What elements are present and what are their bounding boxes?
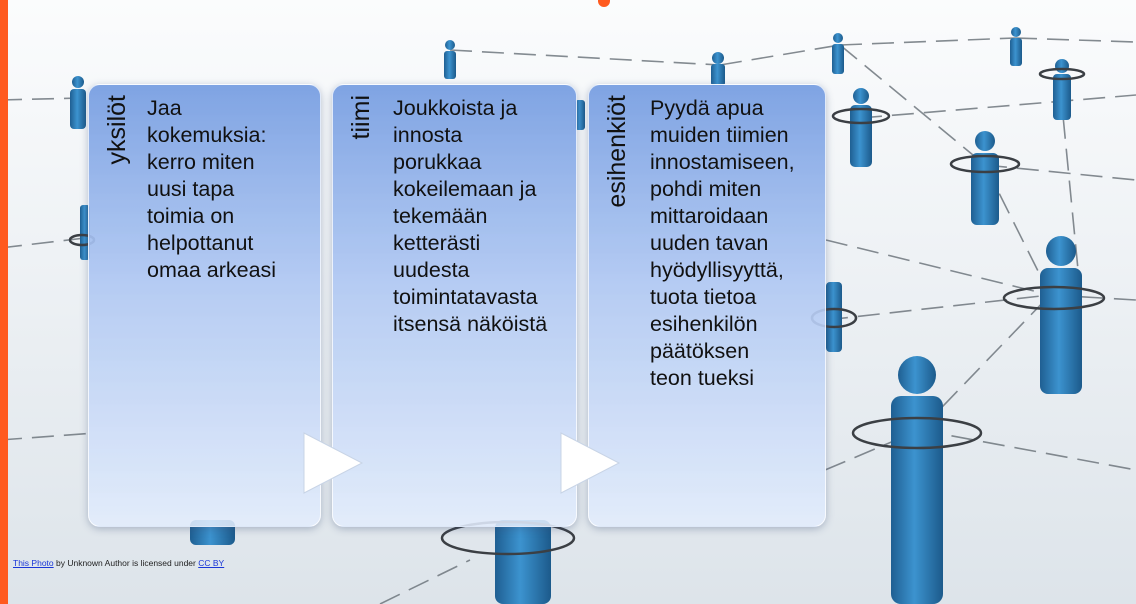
panel-text: Joukkoista ja innosta porukkaa kokeilema… (393, 96, 548, 336)
arrow-right-icon (303, 432, 364, 494)
panel-heading: tiimi (347, 95, 375, 140)
panel-heading: yksilöt (103, 95, 131, 165)
accent-bar-left (0, 0, 8, 604)
panel-heading-container: esihenkiöt (595, 95, 635, 295)
panel-heading: esihenkiöt (603, 95, 631, 208)
photo-link[interactable]: This Photo (13, 558, 54, 568)
panel-heading-container: yksilöt (95, 95, 135, 295)
panel-text: Jaa kokemuksia: kerro miten uusi tapa to… (147, 96, 277, 282)
credit-text: by Unknown Author is licensed under (53, 558, 199, 568)
license-link[interactable]: CC BY (198, 558, 225, 568)
panel-text: Pyydä apua muiden tiimien innostamiseen,… (650, 96, 795, 390)
panel-individuals: yksilöt Jaa kokemuksia: kerro miten uusi… (88, 84, 321, 527)
photo-credit: This Photo by Unknown Author is licensed… (13, 558, 224, 568)
panel-managers: esihenkiöt Pyydä apua muiden tiimien inn… (588, 84, 826, 527)
panel-team: tiimi Joukkoista ja innosta porukkaa kok… (332, 84, 577, 527)
panel-heading-container: tiimi (339, 95, 379, 295)
accent-mark-top (598, 0, 610, 7)
arrow-right-icon (560, 432, 621, 494)
